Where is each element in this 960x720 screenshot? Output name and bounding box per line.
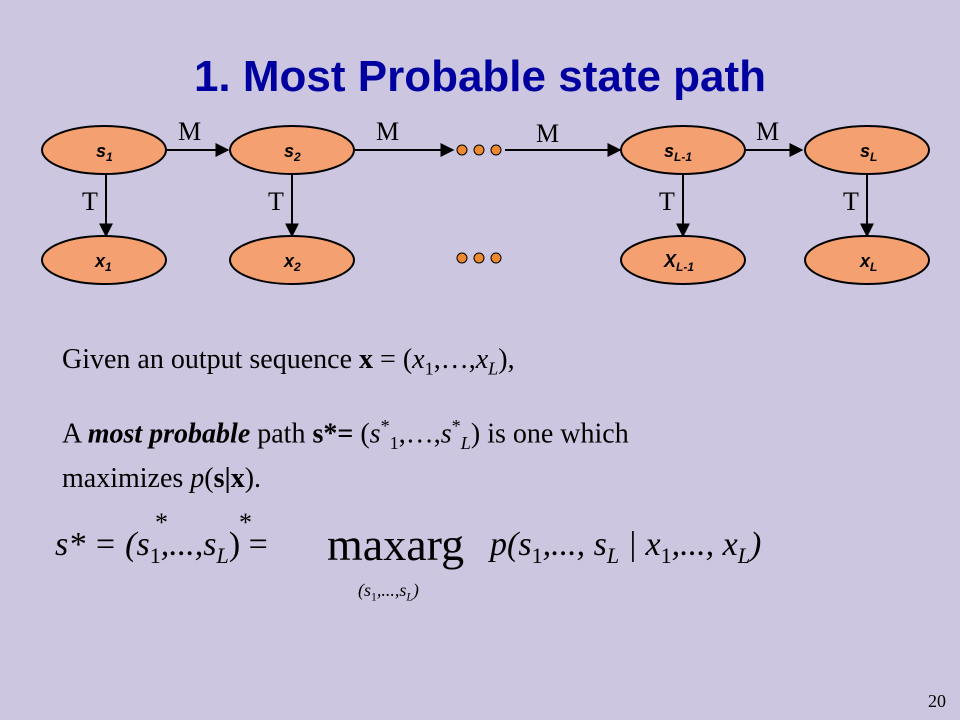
output-node-2: x2 — [229, 235, 355, 285]
svg-text:sL: sL — [860, 141, 877, 164]
state-node-l-1: sL-1 — [620, 125, 746, 175]
transition-label-4: M — [756, 117, 779, 146]
output-node-l-1: XL-1 — [620, 235, 746, 285]
formula-rhs: p(s1,..., sL | x1,..., xL) — [490, 526, 762, 568]
formula-lhs: s* = (s1,...,sL) = — [55, 526, 268, 568]
output-node-l: xL — [804, 235, 930, 285]
transition-label-1: M — [178, 117, 201, 146]
formula-argmax-range: (s1,...,sL) — [358, 580, 419, 604]
definition-text: A most probable path s*= (s*1,…,s*L) is … — [62, 416, 629, 494]
transition-label-2: M — [376, 117, 399, 146]
ellipsis-dots-top — [456, 144, 502, 156]
transition-label-3: M — [536, 119, 559, 148]
page-number: 20 — [928, 691, 946, 711]
formula-star-1: * — [155, 508, 168, 537]
emission-label-4: T — [843, 187, 859, 216]
svg-text:s2: s2 — [284, 141, 301, 164]
formula-operator: maxarg — [327, 519, 465, 570]
maxarg-formula: * * s* = (s1,...,sL) = maxarg p(s1,..., … — [55, 508, 855, 618]
svg-text:xL: xL — [859, 251, 877, 274]
ellipsis-dots-bottom — [456, 252, 502, 264]
emission-label-3: T — [659, 187, 675, 216]
svg-text:XL-1: XL-1 — [663, 251, 694, 274]
slide-title: 1. Most Probable state path — [193, 52, 767, 101]
svg-text:x1: x1 — [94, 251, 112, 274]
hmm-diagram: M M M M T T T T s1 s2 sL-1 sL x1 x2 XL-1… — [41, 117, 930, 285]
emission-label-1: T — [82, 187, 98, 216]
state-node-l: sL — [804, 125, 930, 175]
svg-text:s1: s1 — [96, 141, 113, 164]
emission-label-2: T — [268, 187, 284, 216]
output-sequence-text: Given an output sequence x = (x1,…,xL), — [62, 344, 515, 379]
state-node-2: s2 — [229, 125, 355, 175]
svg-text:sL-1: sL-1 — [664, 141, 692, 164]
svg-text:x2: x2 — [283, 251, 301, 274]
formula-star-2: * — [239, 508, 252, 537]
output-node-1: x1 — [41, 235, 167, 285]
state-node-1: s1 — [41, 125, 167, 175]
